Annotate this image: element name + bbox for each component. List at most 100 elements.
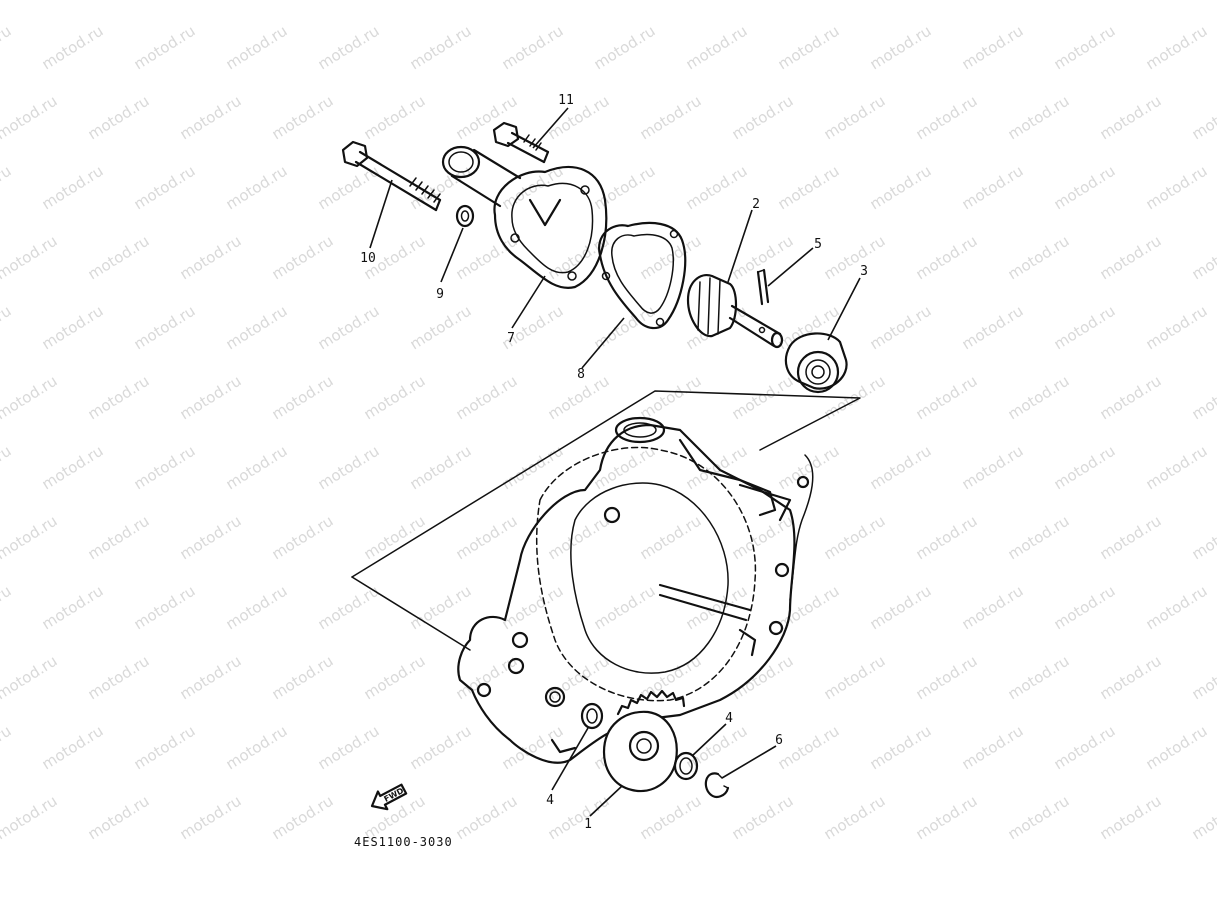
- watermark-text: motod.ru: [867, 442, 935, 494]
- watermark-text: motod.ru: [775, 162, 843, 214]
- watermark-text: motod.ru: [453, 232, 521, 284]
- leader-lines: [369, 107, 861, 817]
- watermark-text: motod.ru: [223, 22, 291, 74]
- callout-7: 7: [507, 331, 515, 346]
- watermark-text: motod.ru: [315, 442, 383, 494]
- watermark-text: motod.ru: [499, 442, 567, 494]
- watermark-text: motod.ru: [1097, 0, 1165, 3]
- gasket-part-8: [598, 221, 687, 330]
- watermark-text: motod.ru: [637, 0, 705, 3]
- watermark-text: motod.ru: [1189, 792, 1217, 844]
- watermark-text: motod.ru: [407, 442, 475, 494]
- watermark-text: motod.ru: [867, 582, 935, 634]
- watermark-text: motod.ru: [39, 22, 107, 74]
- watermark-text: motod.ru: [867, 722, 935, 774]
- watermark-text: motod.ru: [729, 792, 797, 844]
- watermark-text: motod.ru: [1051, 302, 1119, 354]
- watermark-text: motod.ru: [1005, 92, 1073, 144]
- watermark-text: motod.ru: [913, 92, 981, 144]
- watermark-text: motod.ru: [85, 372, 153, 424]
- watermark-text: motod.ru: [361, 92, 429, 144]
- watermark-text: motod.ru: [1097, 792, 1165, 844]
- watermark-text: motod.ru: [453, 512, 521, 564]
- watermark-text: motod.ru: [361, 652, 429, 704]
- o-ring-part-4-left: [580, 702, 604, 730]
- watermark-text: motod.ru: [0, 22, 14, 74]
- short-bolt-part-11: [492, 121, 550, 164]
- watermark-text: motod.ru: [1189, 232, 1217, 284]
- watermark-text: motod.ru: [0, 0, 60, 3]
- watermark-text: motod.ru: [1005, 792, 1073, 844]
- callout-4b: 4: [546, 793, 554, 808]
- watermark-text: motod.ru: [407, 582, 475, 634]
- watermark-text: motod.ru: [959, 22, 1027, 74]
- watermark-text: motod.ru: [499, 22, 567, 74]
- watermark-text: motod.ru: [131, 22, 199, 74]
- watermark-text: motod.ru: [1189, 0, 1217, 3]
- watermark-text: motod.ru: [1097, 512, 1165, 564]
- watermark-text: motod.ru: [85, 512, 153, 564]
- watermark-text: motod.ru: [269, 372, 337, 424]
- watermark-text: motod.ru: [591, 22, 659, 74]
- watermark-text: motod.ru: [177, 372, 245, 424]
- long-bolt-part-10: [341, 140, 442, 212]
- watermark-text: motod.ru: [85, 232, 153, 284]
- watermark-text: motod.ru: [1143, 442, 1211, 494]
- callout-4a: 4: [725, 711, 733, 726]
- watermark-text: motod.ru: [1051, 582, 1119, 634]
- watermark-text: motod.ru: [0, 232, 60, 284]
- watermark-text: motod.ru: [0, 92, 60, 144]
- watermark-text: motod.ru: [729, 372, 797, 424]
- watermark-text: motod.ru: [545, 652, 613, 704]
- watermark-text: motod.ru: [131, 302, 199, 354]
- circlip-part-6: [704, 772, 730, 798]
- watermark-text: motod.ru: [959, 302, 1027, 354]
- watermark-text: motod.ru: [361, 0, 429, 3]
- watermark-text: motod.ru: [1005, 512, 1073, 564]
- watermark-text: motod.ru: [637, 792, 705, 844]
- watermark-text: motod.ru: [177, 92, 245, 144]
- watermark-text: motod.ru: [269, 512, 337, 564]
- watermark-text: motod.ru: [959, 442, 1027, 494]
- watermark-text: motod.ru: [1097, 652, 1165, 704]
- watermark-text: motod.ru: [637, 232, 705, 284]
- watermark-text: motod.ru: [1051, 162, 1119, 214]
- watermark-text: motod.ru: [821, 0, 889, 3]
- watermark-text: motod.ru: [775, 582, 843, 634]
- callout-5: 5: [814, 237, 822, 252]
- watermark-text: motod.ru: [1143, 582, 1211, 634]
- watermark-text: motod.ru: [131, 442, 199, 494]
- watermark-text: motod.ru: [0, 372, 60, 424]
- callout-8: 8: [577, 367, 585, 382]
- watermark-text: motod.ru: [0, 442, 14, 494]
- watermark-text: motod.ru: [913, 0, 981, 3]
- watermark-text: motod.ru: [0, 722, 14, 774]
- watermark-text: motod.ru: [0, 792, 60, 844]
- watermark-text: motod.ru: [913, 372, 981, 424]
- watermark-text: motod.ru: [545, 792, 613, 844]
- watermark-text: motod.ru: [729, 512, 797, 564]
- watermark-text: motod.ru: [269, 652, 337, 704]
- watermark-text: motod.ru: [821, 652, 889, 704]
- watermark-text: motod.ru: [177, 792, 245, 844]
- watermark-text: motod.ru: [223, 302, 291, 354]
- watermark-text: motod.ru: [1005, 372, 1073, 424]
- watermark-text: motod.ru: [1143, 302, 1211, 354]
- watermark-text: motod.ru: [1189, 92, 1217, 144]
- watermark-text: motod.ru: [315, 22, 383, 74]
- callout-10: 10: [360, 251, 376, 266]
- callout-9: 9: [436, 287, 444, 302]
- watermark-text: motod.ru: [959, 582, 1027, 634]
- watermark-text: motod.ru: [131, 582, 199, 634]
- watermark-text: motod.ru: [637, 512, 705, 564]
- watermark-text: motod.ru: [131, 162, 199, 214]
- watermark-text: motod.ru: [913, 792, 981, 844]
- watermark-text: motod.ru: [867, 162, 935, 214]
- watermark-text: motod.ru: [39, 582, 107, 634]
- watermark-text: motod.ru: [39, 442, 107, 494]
- watermark-text: motod.ru: [775, 722, 843, 774]
- watermark-text: motod.ru: [591, 582, 659, 634]
- watermark-text: motod.ru: [85, 652, 153, 704]
- watermark-text: motod.ru: [223, 442, 291, 494]
